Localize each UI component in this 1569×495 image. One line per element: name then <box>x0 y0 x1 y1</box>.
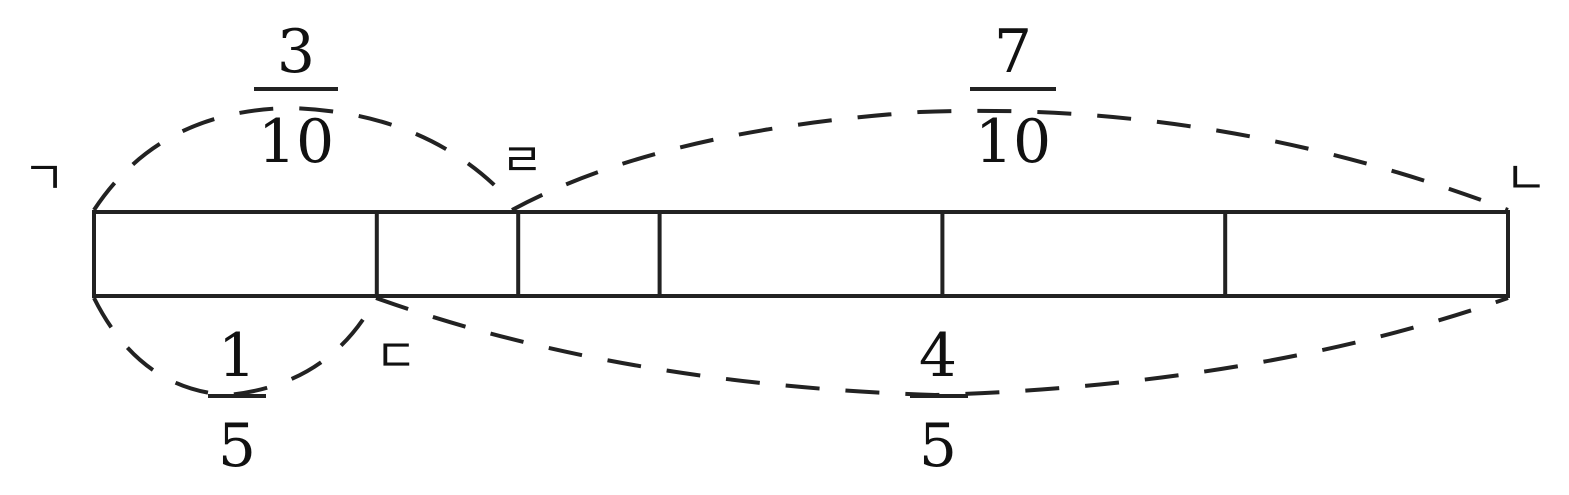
fraction-top-left-denominator: 10 <box>258 107 334 177</box>
point-label-d: ㄹ <box>501 133 543 187</box>
fraction-top-left: 3 10 <box>254 17 338 177</box>
bar-outline <box>92 210 1510 298</box>
point-label-b: ㄴ <box>1505 151 1547 205</box>
bar-group <box>92 210 1510 298</box>
fraction-bottom-right-numerator: 4 <box>919 321 957 391</box>
point-label-a: ㄱ <box>23 151 65 205</box>
arc-top-left <box>92 105 514 212</box>
fraction-bottom-left: 1 5 <box>208 321 266 481</box>
point-label-c: ㄷ <box>375 329 417 383</box>
fraction-top-right-numerator: 7 <box>994 17 1032 87</box>
fraction-bottom-right-denominator: 5 <box>919 411 957 481</box>
arc-bottom-left <box>92 297 378 398</box>
bar-dividers <box>374 212 1228 296</box>
arc-top-right <box>511 108 1509 212</box>
fraction-top-right: 7 10 <box>970 17 1056 177</box>
fraction-bottom-left-denominator: 5 <box>218 411 256 481</box>
fraction-top-right-denominator: 10 <box>975 107 1051 177</box>
fraction-bottom-right: 4 5 <box>910 321 968 481</box>
fraction-top-left-numerator: 3 <box>277 17 315 87</box>
fraction-bottom-left-numerator: 1 <box>218 321 256 391</box>
